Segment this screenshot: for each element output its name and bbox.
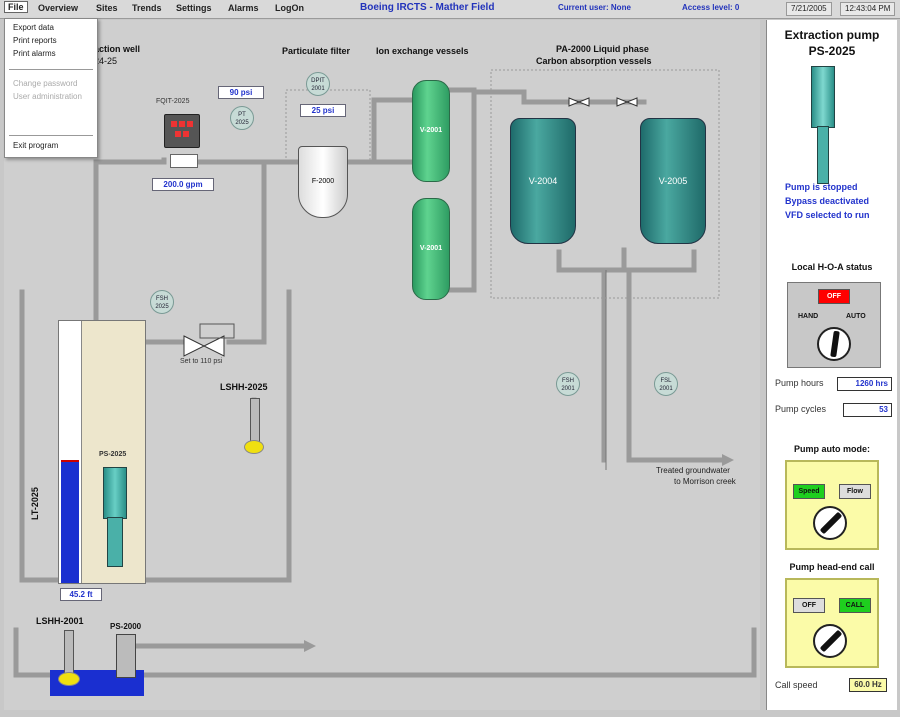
auto-speed-button[interactable]: Speed xyxy=(793,484,825,499)
level-fill xyxy=(61,460,79,583)
level-reading: 45.2 ft xyxy=(60,588,102,601)
hoa-hand-label: HAND xyxy=(798,313,819,320)
side-title-2: PS-2025 xyxy=(808,44,856,58)
treated-label-2: to Morrison creek xyxy=(674,477,736,486)
menu-sites[interactable]: Sites xyxy=(96,3,118,13)
pump-cycles-value: 53 xyxy=(843,403,892,417)
menu-trends[interactable]: Trends xyxy=(132,3,162,13)
carbon-label-1: PA-2000 Liquid phase xyxy=(556,44,649,54)
pump-side-panel: Extraction pump PS-2025 Pump is stopped … xyxy=(766,20,897,710)
hoa-auto-label: AUTO xyxy=(846,313,866,320)
hoa-panel: OFF HAND AUTO xyxy=(787,282,881,368)
pump-cycles-label: Pump cycles xyxy=(775,404,827,414)
pump-status-2: Bypass deactivated xyxy=(785,196,870,206)
window-title: Boeing IRCTS - Mather Field xyxy=(360,2,495,13)
dpit-2001-tag[interactable]: DPIT 2001 xyxy=(306,72,330,96)
menu-alarms[interactable]: Alarms xyxy=(228,3,259,13)
carbon-tank-2005[interactable]: V-2005 xyxy=(640,118,706,244)
lshh-2001-label: LSHH-2001 xyxy=(36,616,84,626)
process-diagram: action well 24-25 Particulate filter Ion… xyxy=(4,20,760,710)
call-speed-label: Call speed xyxy=(775,680,818,690)
fsl-2001-tag[interactable]: FSL 2001 xyxy=(654,372,678,396)
fsh-2025-tag[interactable]: FSH 2025 xyxy=(150,290,174,314)
menu-separator xyxy=(9,135,93,136)
well-label-2: 24-25 xyxy=(94,56,118,66)
call-speed-value: 60.0 Hz xyxy=(849,678,887,692)
menu-item-user-administration: User administration xyxy=(13,92,82,101)
file-menu-dropdown: Export data Print reports Print alarms C… xyxy=(4,18,98,158)
pump-status-3: VFD selected to run xyxy=(785,210,870,220)
ion-vessel-2001[interactable]: V-2001 xyxy=(412,80,450,182)
filter-label: Particulate filter xyxy=(282,46,351,56)
head-off-button[interactable]: OFF xyxy=(793,598,825,613)
menu-logon[interactable]: LogOn xyxy=(275,3,304,13)
level-switch-probe xyxy=(250,398,260,442)
menu-item-print-alarms[interactable]: Print alarms xyxy=(13,49,56,58)
ion-exchange-label: Ion exchange vessels xyxy=(376,46,469,56)
setpoint-label: Set to 110 psi xyxy=(180,358,223,365)
menu-bar: File Overview Sites Trends Settings Alar… xyxy=(0,0,900,19)
access-level: Access level: 0 xyxy=(682,3,740,12)
flow-element xyxy=(170,154,198,168)
auto-mode-knob[interactable] xyxy=(813,506,847,540)
submersible-pump-icon xyxy=(103,467,127,519)
level-switch-float-icon xyxy=(244,440,264,454)
piping-layer xyxy=(13,69,757,678)
menu-separator xyxy=(9,69,93,70)
auto-mode-panel: Speed Flow xyxy=(785,460,879,550)
pump-hours-value: 1260 hrs xyxy=(837,377,892,391)
ps-2025-label: PS-2025 xyxy=(99,451,127,458)
head-end-title: Pump head-end call xyxy=(789,562,875,572)
lt-2025-label: LT-2025 xyxy=(30,487,40,520)
ps-2000-label: PS-2000 xyxy=(110,622,142,631)
menu-item-exit-program[interactable]: Exit program xyxy=(13,141,59,150)
fqit-label: FQIT-2025 xyxy=(156,98,190,105)
pt-2025-tag[interactable]: PT 2025 xyxy=(230,106,254,130)
time-display: 12:43:04 PM xyxy=(840,2,896,16)
sump-pump-icon xyxy=(116,634,136,678)
lshh-2025-label: LSHH-2025 xyxy=(220,382,268,392)
well-label-1: action well xyxy=(94,44,141,54)
menu-settings[interactable]: Settings xyxy=(176,3,212,13)
carbon-label-2: Carbon absorption vessels xyxy=(536,56,652,66)
pump-status-1: Pump is stopped xyxy=(785,182,858,192)
auto-mode-title: Pump auto mode: xyxy=(794,444,870,454)
side-title-1: Extraction pump xyxy=(784,28,880,42)
menu-item-export-data[interactable]: Export data xyxy=(13,23,54,32)
current-user: Current user: None xyxy=(558,3,631,12)
hoa-selector-knob[interactable] xyxy=(817,327,851,361)
pump-shaft xyxy=(817,126,829,184)
auto-flow-button[interactable]: Flow xyxy=(839,484,871,499)
fsh-2001-tag[interactable]: FSH 2001 xyxy=(556,372,580,396)
flow-reading: 200.0 gpm xyxy=(152,178,214,191)
pump-icon xyxy=(811,66,835,128)
head-end-panel: OFF CALL xyxy=(785,578,879,668)
menu-overview[interactable]: Overview xyxy=(38,3,79,13)
carbon-tank-2004[interactable]: V-2004 xyxy=(510,118,576,244)
level-gauge xyxy=(59,321,82,583)
sump-level-probe xyxy=(64,630,74,678)
pressure-reading-25: 25 psi xyxy=(300,104,346,117)
head-end-knob[interactable] xyxy=(813,624,847,658)
sump-float-icon xyxy=(58,672,80,686)
pump-body xyxy=(107,517,123,567)
extraction-well: PS-2025 xyxy=(58,320,146,584)
menu-file[interactable]: File xyxy=(4,1,28,13)
hoa-title: Local H-O-A status xyxy=(791,262,873,272)
treated-label-1: Treated groundwater xyxy=(656,466,730,475)
head-call-button[interactable]: CALL xyxy=(839,598,871,613)
particulate-filter[interactable]: F-2000 xyxy=(298,146,348,218)
flow-meter-icon xyxy=(164,114,200,148)
menu-item-change-password: Change password xyxy=(13,79,78,88)
ion-vessel-2002[interactable]: V-2001 xyxy=(412,198,450,300)
date-display: 7/21/2005 xyxy=(786,2,832,16)
pump-hours-label: Pump hours xyxy=(775,378,824,388)
menu-item-print-reports[interactable]: Print reports xyxy=(13,36,57,45)
hoa-off-indicator: OFF xyxy=(818,289,850,304)
pressure-reading-90: 90 psi xyxy=(218,86,264,99)
